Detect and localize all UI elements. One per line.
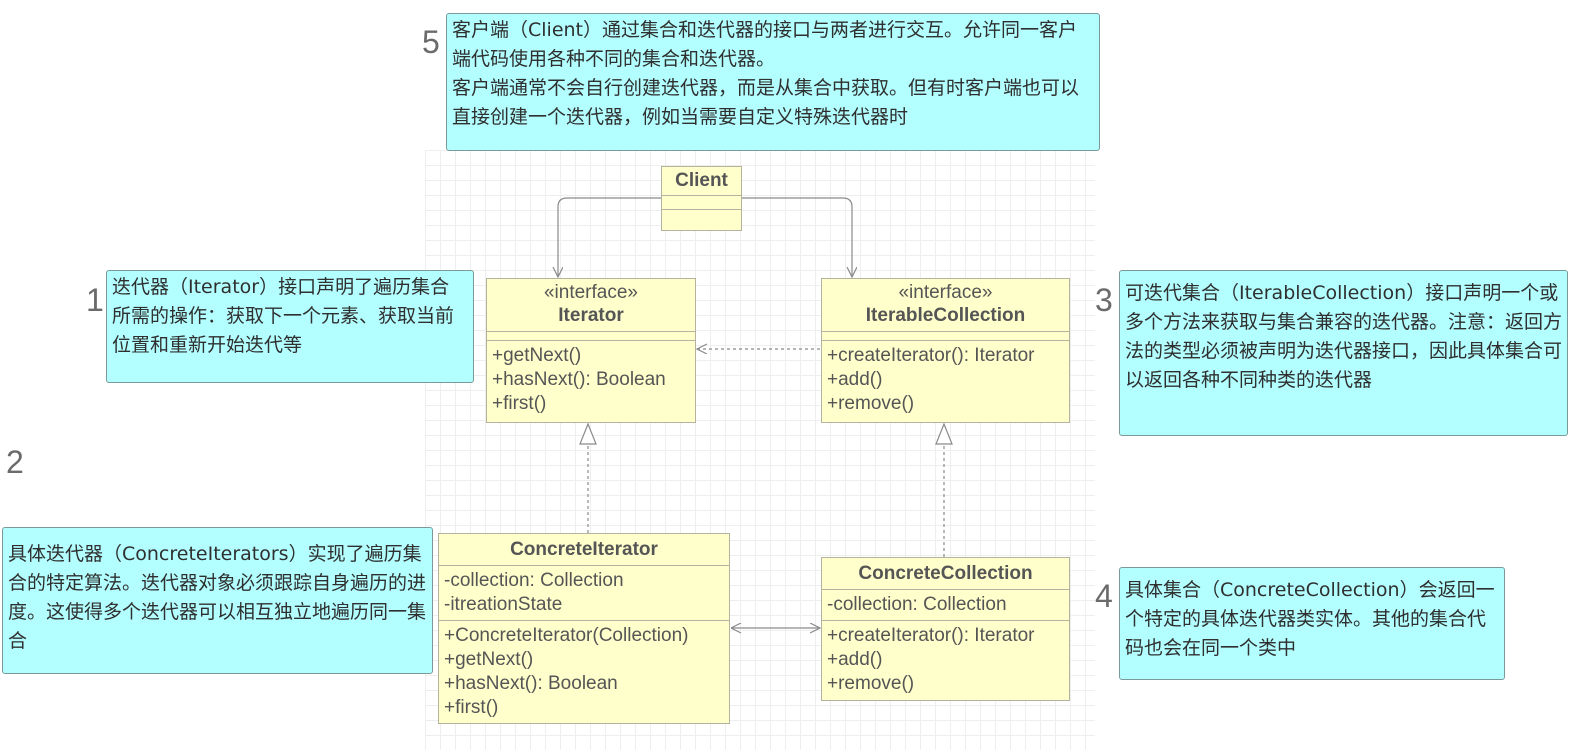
note-concrete-iterator-text: 具体迭代器（ConcreteIterators）实现了遍历集合的特定算法。迭代器… (8, 543, 427, 652)
class-iterator-stereotype: «interface» (543, 282, 638, 303)
class-concrete-iterator-attr: -collection: Collection (444, 570, 624, 591)
note-iterator-text: 迭代器（Iterator）接口声明了遍历集合所需的操作：获取下一个元素、获取当前… (112, 276, 455, 356)
class-iterable-collection-op: +remove() (827, 393, 915, 414)
class-concrete-iterator-op: +hasNext(): Boolean (444, 673, 618, 694)
class-client-header: Client (662, 167, 741, 196)
class-concrete-iterator-attr: -itreationState (444, 594, 563, 615)
class-iterator[interactable]: «interface» Iterator +getNext() +hasNext… (486, 278, 696, 423)
note-number-2: 2 (6, 444, 24, 480)
class-iterable-collection-name: IterableCollection (865, 305, 1026, 326)
class-concrete-collection[interactable]: ConcreteCollection -collection: Collecti… (821, 557, 1070, 701)
note-number-3: 3 (1095, 282, 1113, 318)
class-iterable-collection-op: +add() (827, 369, 883, 390)
class-concrete-collection-operations: +createIterator(): Iterator +add() +remo… (822, 621, 1069, 699)
class-concrete-collection-op: +add() (827, 649, 883, 670)
note-client-line1: 客户端（Client）通过集合和迭代器的接口与两者进行交互。允许同一客户端代码使… (452, 19, 1078, 70)
class-concrete-iterator-operations: +ConcreteIterator(Collection) +getNext()… (439, 621, 729, 723)
note-iterable-collection: 可迭代集合（IterableCollection）接口声明一个或多个方法来获取与… (1119, 270, 1568, 436)
note-client-line2: 客户端通常不会自行创建迭代器，而是从集合中获取。但有时客户端也可以直接创建一个迭… (452, 77, 1080, 128)
class-concrete-iterator-header: ConcreteIterator (439, 534, 729, 566)
class-concrete-iterator[interactable]: ConcreteIterator -collection: Collection… (438, 533, 730, 724)
class-concrete-collection-attr: -collection: Collection (827, 594, 1007, 615)
class-iterable-collection-operations: +createIterator(): Iterator +add() +remo… (822, 341, 1069, 419)
note-concrete-collection: 具体集合（ConcreteCollection）会返回一个特定的具体迭代器类实体… (1119, 567, 1505, 680)
class-concrete-iterator-name: ConcreteIterator (510, 539, 658, 560)
class-iterable-collection-header: «interface» IterableCollection (822, 279, 1069, 332)
class-iterable-collection-stereotype: «interface» (898, 282, 993, 303)
class-client[interactable]: Client (661, 166, 742, 231)
note-number-4: 4 (1095, 578, 1113, 614)
class-iterable-collection-op: +createIterator(): Iterator (827, 345, 1035, 366)
note-client: 客户端（Client）通过集合和迭代器的接口与两者进行交互。允许同一客户端代码使… (446, 13, 1100, 151)
class-iterator-op: +getNext() (492, 345, 582, 366)
class-concrete-iterator-op: +getNext() (444, 649, 534, 670)
class-concrete-collection-attributes: -collection: Collection (822, 590, 1069, 621)
class-concrete-collection-header: ConcreteCollection (822, 558, 1069, 590)
class-iterator-operations: +getNext() +hasNext(): Boolean +first() (487, 341, 695, 419)
class-iterable-collection-attributes (822, 332, 1069, 341)
class-iterator-op: +first() (492, 393, 547, 414)
class-iterator-attributes (487, 332, 695, 341)
class-concrete-iterator-attributes: -collection: Collection -itreationState (439, 566, 729, 621)
note-concrete-iterator: 具体迭代器（ConcreteIterators）实现了遍历集合的特定算法。迭代器… (2, 527, 433, 674)
class-iterator-op: +hasNext(): Boolean (492, 369, 666, 390)
note-concrete-collection-text: 具体集合（ConcreteCollection）会返回一个特定的具体迭代器类实体… (1125, 579, 1495, 659)
class-iterable-collection[interactable]: «interface» IterableCollection +createIt… (821, 278, 1070, 423)
note-iterable-collection-text: 可迭代集合（IterableCollection）接口声明一个或多个方法来获取与… (1125, 282, 1563, 391)
class-client-operations (662, 210, 741, 223)
class-concrete-collection-op: +remove() (827, 673, 915, 694)
class-iterator-header: «interface» Iterator (487, 279, 695, 332)
class-concrete-collection-name: ConcreteCollection (858, 563, 1033, 584)
class-concrete-iterator-op: +ConcreteIterator(Collection) (444, 625, 689, 646)
note-iterator: 迭代器（Iterator）接口声明了遍历集合所需的操作：获取下一个元素、获取当前… (106, 270, 474, 383)
class-client-attributes (662, 196, 741, 210)
class-iterator-name: Iterator (558, 305, 624, 326)
class-concrete-iterator-op: +first() (444, 697, 499, 718)
class-concrete-collection-op: +createIterator(): Iterator (827, 625, 1035, 646)
note-number-5: 5 (422, 24, 440, 60)
note-number-1: 1 (86, 282, 104, 318)
class-client-name: Client (675, 170, 728, 191)
